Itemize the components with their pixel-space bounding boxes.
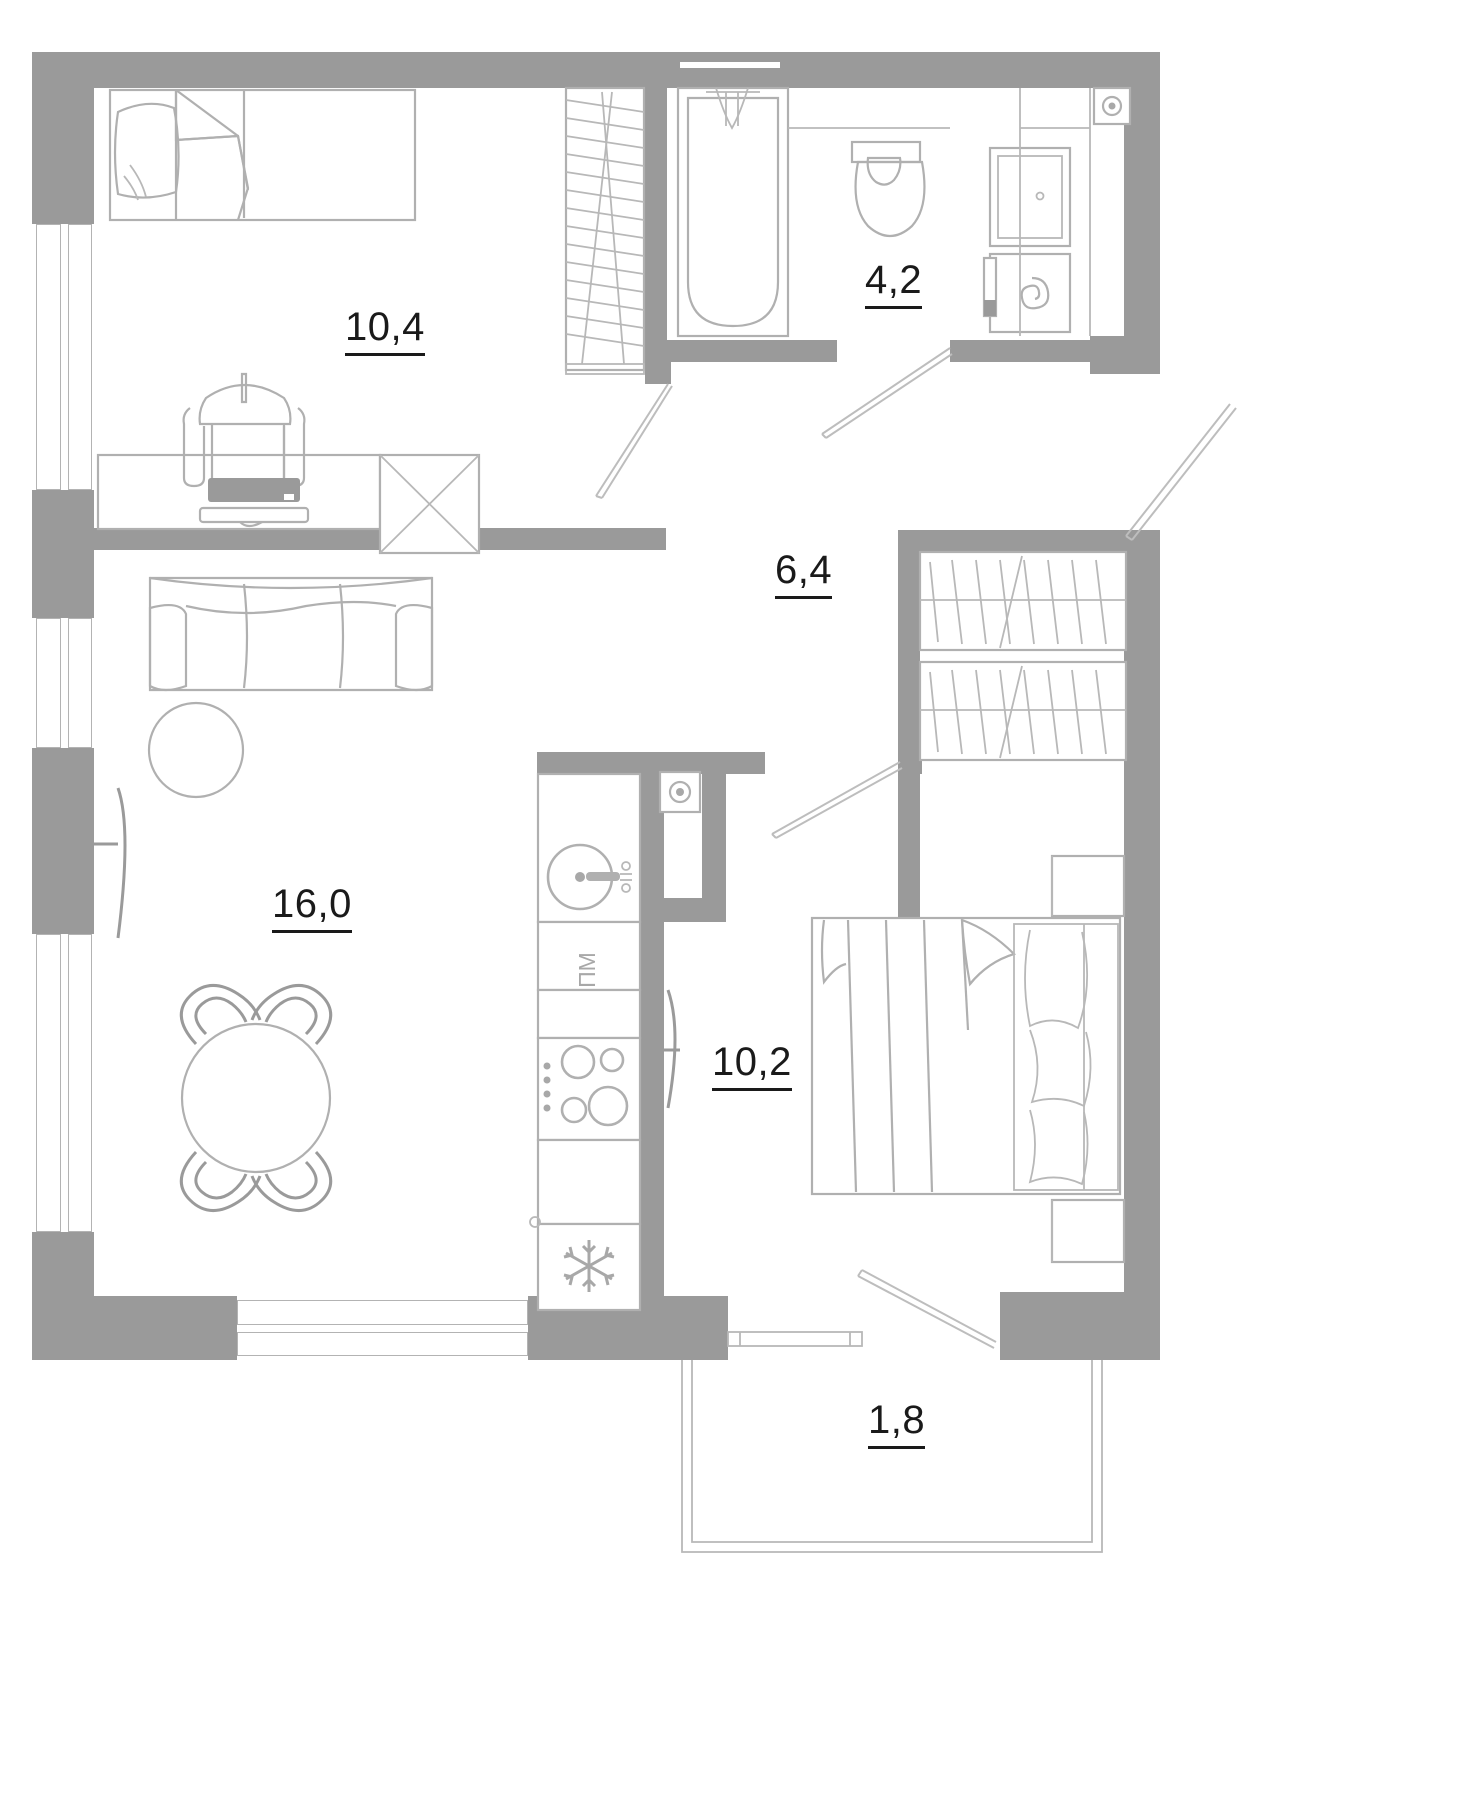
wall-wardrobe-left	[898, 550, 920, 762]
window-bottom-living-mullion	[237, 1324, 528, 1333]
room-area-hallway: 6,4	[775, 548, 833, 599]
wall-bath-bottom-left	[667, 340, 837, 362]
wall-kitchen-rightlow	[640, 922, 664, 1310]
wall-bath-bottom-right	[950, 340, 1125, 362]
wall-kitchen-niche-right	[702, 774, 726, 914]
wall-left-2	[32, 490, 94, 618]
window-left-2-mullion	[60, 618, 69, 748]
wall-left-1	[32, 52, 94, 224]
wall-kitchen-top	[537, 752, 765, 774]
wall-left-3	[32, 748, 94, 934]
wall-top	[32, 52, 1160, 88]
door-post-wardrobe	[898, 750, 922, 774]
room-area-balcony: 1,8	[868, 1398, 926, 1449]
wall-bedroom-bottom	[664, 1296, 728, 1360]
wall-right-2	[1124, 530, 1160, 1320]
room-area-bathroom: 4,2	[865, 258, 923, 309]
wall-wardrobe-left-2	[898, 762, 920, 962]
window-top-bath	[680, 62, 780, 68]
wall-study-right	[645, 88, 667, 380]
window-left-3-mullion	[60, 934, 69, 1232]
dishwasher-label: ПМ	[574, 952, 600, 988]
window-left-1-mullion	[60, 224, 69, 490]
wall-bottom-left	[32, 1296, 237, 1360]
snowflake-icon	[563, 1240, 615, 1292]
room-area-bedroom: 10,2	[712, 1040, 792, 1091]
room-area-living-room: 16,0	[272, 882, 352, 933]
wall-wardrobe-top	[898, 530, 1128, 552]
room-area-bedroom-study: 10,4	[345, 305, 425, 356]
door-post-study	[645, 362, 671, 384]
